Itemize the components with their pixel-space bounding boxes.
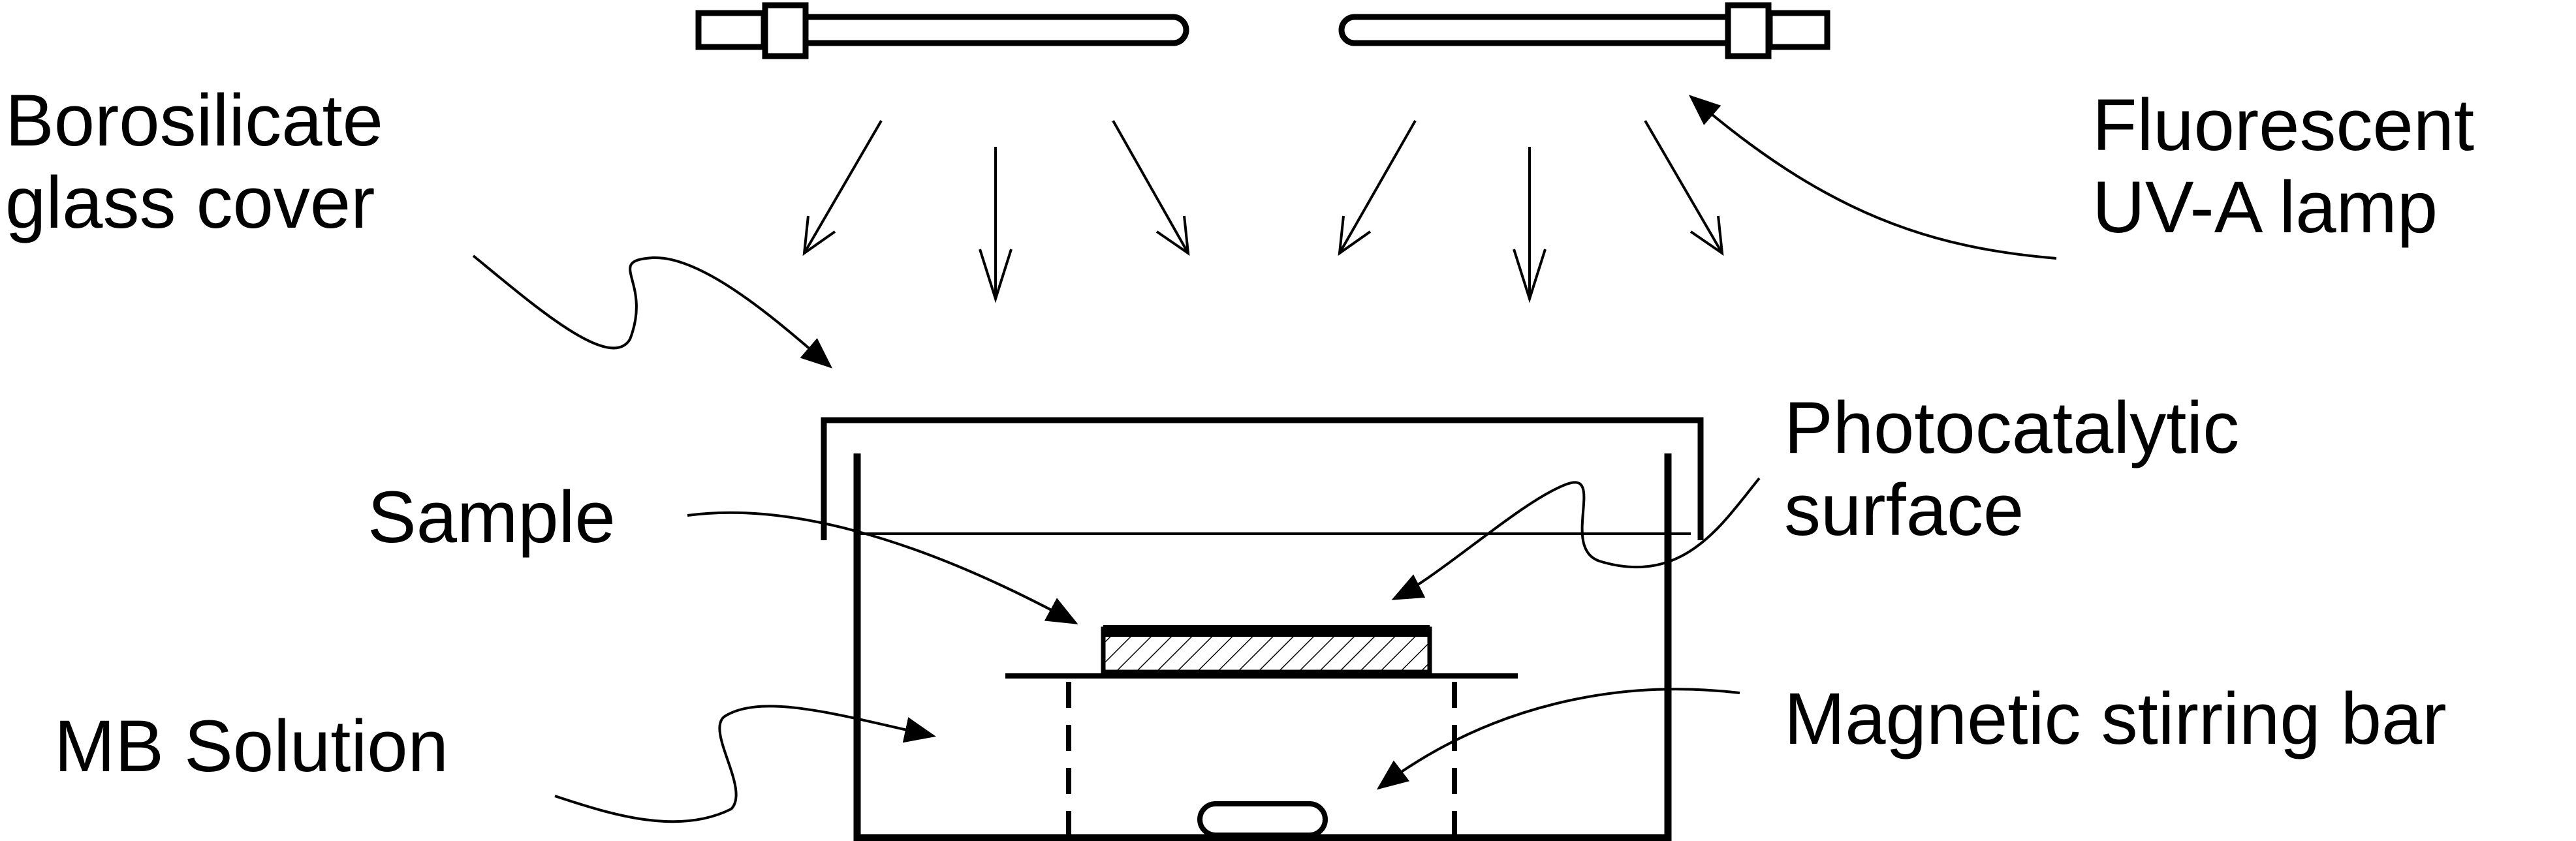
stirring-bar	[1197, 801, 1328, 838]
photocatalytic-surface-label-line: surface	[1784, 469, 2024, 551]
leader-lines	[472, 95, 2057, 823]
sample-label: Sample	[368, 476, 616, 558]
uv-lamp-right	[1338, 2, 1830, 59]
photocatalytic-surface-label: Photocatalytic surface	[1784, 387, 2239, 551]
glass-cover-leader	[472, 254, 833, 369]
uv-lamp-leader	[1688, 95, 2057, 260]
uv-lamp-label: Fluorescent UV-A lamp	[2092, 84, 2474, 249]
uv-ray	[1513, 147, 1547, 303]
stirring-bar-label: Magnetic stirring bar	[1784, 678, 2447, 759]
photocatalytic-surface-label-line: Photocatalytic	[1784, 387, 2240, 468]
uv-lamp-label-line: Fluorescent	[2092, 84, 2475, 166]
uv-ray	[1112, 120, 1190, 256]
mb-solution-leader	[554, 705, 936, 823]
glass-cover-label-line: Borosilicate	[5, 80, 383, 161]
glass-cover	[821, 417, 1704, 540]
glass-cover-label: Borosilicate glass cover	[5, 80, 383, 244]
uv-ray	[1644, 119, 1724, 256]
holder-legs	[1066, 682, 1457, 838]
uv-rays	[802, 119, 1724, 303]
uv-lamp-left	[695, 2, 1189, 59]
sample-leader	[687, 511, 1078, 624]
photocatalytic-surface	[1103, 625, 1430, 637]
photocatalytic-surface-leader	[1391, 477, 1761, 600]
uv-ray	[1338, 120, 1417, 256]
uv-ray	[802, 119, 883, 256]
uv-lamp-label-line: UV-A lamp	[2092, 166, 2438, 248]
mb-solution-label: MB Solution	[54, 705, 448, 787]
stirring-bar-leader	[1376, 688, 1740, 790]
uv-ray	[979, 147, 1013, 303]
glass-cover-label-line: glass cover	[5, 162, 375, 243]
